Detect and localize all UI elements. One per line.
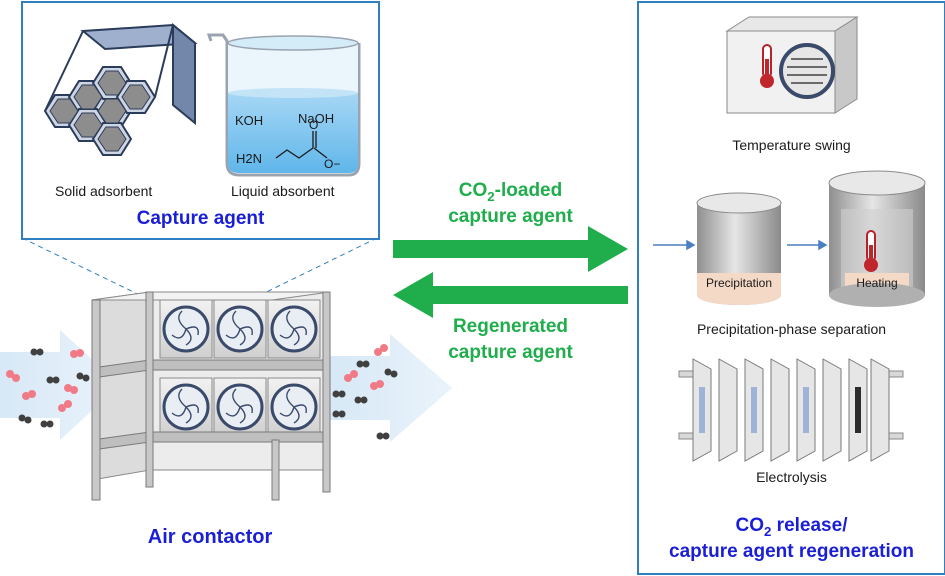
thermometer-icon-1 — [760, 44, 774, 88]
precipitation-tag: Precipitation — [705, 276, 773, 290]
zoom-line-right — [249, 237, 378, 301]
precipitation-separation-label: Precipitation-phase separation — [696, 321, 887, 337]
precipitation-vessel — [696, 192, 782, 305]
release-title-line2: capture agent regeneration — [669, 541, 914, 562]
release-title-line1: CO2 release/ — [639, 515, 944, 539]
co2-molecules-inflow — [6, 348, 90, 428]
release-box: Temperature swing Precipitation Heating … — [637, 1, 945, 575]
air-contactor-illustration — [91, 291, 331, 501]
release-title-co-text: CO — [735, 515, 765, 536]
airflow-in-arrow — [0, 330, 120, 440]
release-title-subscript: 2 — [764, 523, 772, 539]
backward-arrow-label-line1: Regenerated — [452, 316, 569, 337]
heating-tag: Heating — [856, 276, 898, 290]
chem-h2n: H2N — [236, 151, 263, 166]
forward-arrow-loaded-text: -loaded — [494, 180, 563, 201]
air-contactor-label: Air contactor — [147, 526, 273, 548]
co2-molecules-outflow — [332, 344, 398, 440]
chem-o-minus: O− — [324, 157, 341, 171]
backward-arrow — [393, 272, 628, 318]
capture-agent-box: KOH NaOH H2N O O− Solid adsorbent Liquid… — [21, 1, 380, 240]
forward-arrow-label-line2: capture agent — [448, 206, 573, 227]
process-arrows — [653, 239, 828, 251]
chem-o: O — [309, 118, 319, 132]
beaker-icon — [206, 33, 361, 177]
temperature-swing-unit — [725, 16, 859, 114]
capture-agent-art — [43, 22, 361, 177]
forward-arrow-label-line1: CO2-loaded — [393, 180, 628, 204]
release-art — [653, 16, 926, 462]
forward-arrow-subscript: 2 — [487, 188, 495, 204]
liquid-absorbent-label: Liquid absorbent — [231, 183, 335, 199]
zoom-line-left — [21, 237, 151, 301]
heating-vessel — [828, 170, 926, 307]
capture-agent-title: Capture agent — [136, 208, 265, 229]
forward-arrow-co-text: CO — [458, 180, 488, 201]
release-title-release-text: release/ — [771, 515, 848, 536]
solid-adsorbent-label: Solid adsorbent — [55, 183, 153, 199]
electrolysis-label: Electrolysis — [756, 469, 827, 485]
backward-arrow-label-line2: capture agent — [448, 342, 573, 363]
honeycomb-icon — [43, 22, 198, 156]
electrolysis-stack — [678, 358, 904, 462]
forward-arrow — [393, 226, 628, 272]
chem-koh: KOH — [235, 113, 264, 128]
temperature-swing-label: Temperature swing — [732, 137, 851, 153]
thermometer-icon-2 — [864, 230, 878, 272]
chem-naoh: NaOH — [298, 111, 335, 126]
